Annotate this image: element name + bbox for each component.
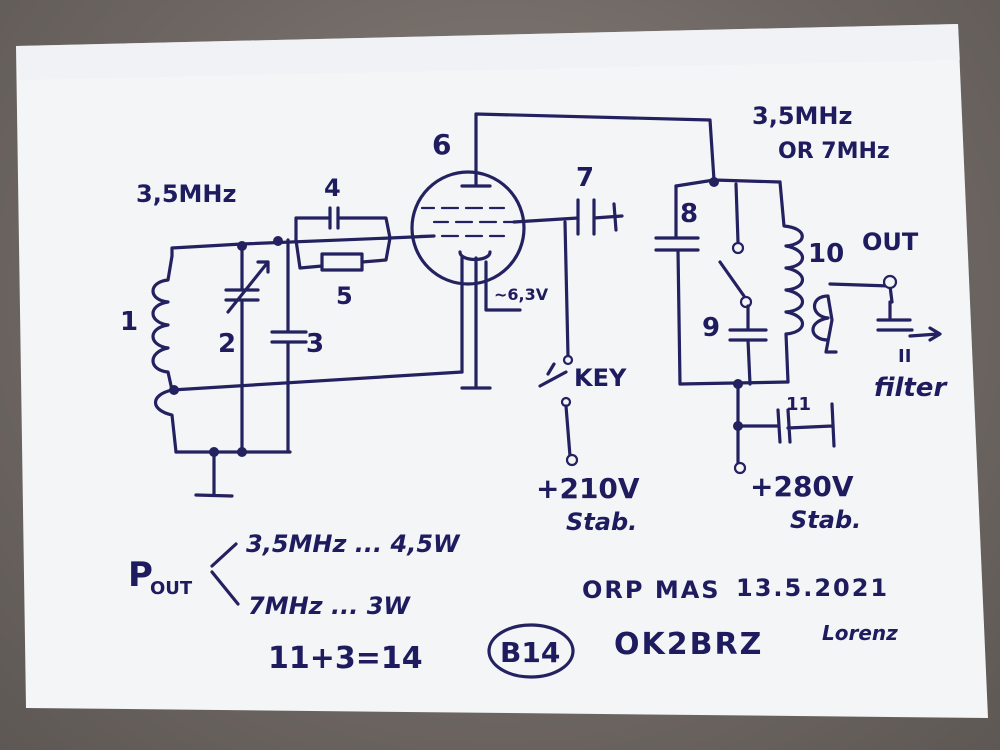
freq-right-line-1: 3,5MHz xyxy=(752,102,852,130)
freq-right-line-2: OR 7MHz xyxy=(778,139,890,164)
badge-oval xyxy=(487,623,575,679)
freq-left-label: 3,5MHz xyxy=(136,180,236,208)
variable-capacitor-2 xyxy=(224,242,270,454)
filter-label: filter xyxy=(874,373,948,403)
pout-p: P xyxy=(128,555,153,595)
label-7: 7 xyxy=(576,163,594,193)
label-6: 6 xyxy=(432,128,451,161)
label-3: 3 xyxy=(306,329,324,359)
paper-sheet xyxy=(16,24,988,718)
tank-circuit xyxy=(151,236,464,498)
event-date: 13.5.2021 xyxy=(736,574,889,602)
label-5: 5 xyxy=(336,282,353,310)
label-1: 1 xyxy=(120,307,138,337)
power-line-2: 7MHz ... 3W xyxy=(248,592,411,620)
key-switch xyxy=(538,220,579,467)
stab-left: Stab. xyxy=(566,508,637,536)
badge-text: B14 xyxy=(500,636,560,669)
label-10: 10 xyxy=(808,239,844,269)
key-label: KEY xyxy=(574,364,627,392)
stab-right: Stab. xyxy=(790,506,861,534)
ground-symbol xyxy=(194,450,234,498)
capacitor-3 xyxy=(270,238,308,454)
signature: Lorenz xyxy=(822,621,898,645)
supply-left: +210V xyxy=(536,472,640,505)
label-2: 2 xyxy=(218,329,236,359)
coil-1 xyxy=(151,254,174,392)
vacuum-tube-6 xyxy=(410,112,716,390)
heater-voltage: ~6,3V xyxy=(494,285,549,304)
label-4: 4 xyxy=(324,174,341,202)
label-8: 8 xyxy=(680,199,698,229)
label-9: 9 xyxy=(702,313,720,343)
callsign: OK2BRZ xyxy=(614,627,763,662)
filter-number: II xyxy=(898,346,911,367)
power-line-1: 3,5MHz ... 4,5W xyxy=(246,530,461,558)
capacitor-7 xyxy=(576,198,624,236)
supply-right: +280V xyxy=(750,470,854,503)
pout-subscript: OUT xyxy=(150,578,193,599)
output-tank xyxy=(654,177,942,475)
sum-note: 11+3=14 xyxy=(268,641,423,676)
out-label: OUT xyxy=(862,228,919,256)
event-name: ORP MAS xyxy=(582,576,721,604)
label-11: 11 xyxy=(786,394,811,415)
pout-bracket xyxy=(210,542,240,606)
